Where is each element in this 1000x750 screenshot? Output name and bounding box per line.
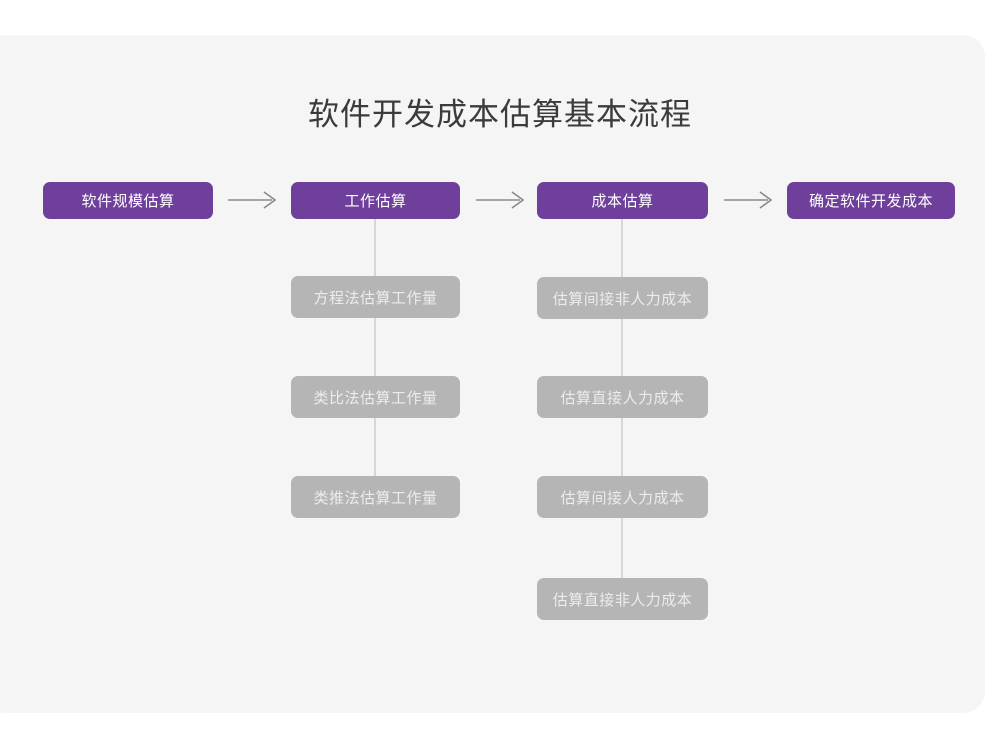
branch-node-analogical-method-workload[interactable]: 类推法估算工作量 [291,476,460,518]
flow-node-cost-estimation[interactable]: 成本估算 [537,182,708,219]
connector-work-2 [374,318,376,376]
flow-node-work-estimation[interactable]: 工作估算 [291,182,460,219]
diagram-card [0,35,985,713]
branch-node-indirect-labor-cost[interactable]: 估算间接人力成本 [537,476,708,518]
arrow-2-icon [476,187,528,213]
arrow-3-icon [724,187,776,213]
branch-node-direct-labor-cost[interactable]: 估算直接人力成本 [537,376,708,418]
branch-node-equation-method-workload[interactable]: 方程法估算工作量 [291,276,460,318]
branch-node-indirect-nonlabor-cost[interactable]: 估算间接非人力成本 [537,277,708,319]
connector-work-1 [374,219,376,276]
flow-node-determine-development-cost[interactable]: 确定软件开发成本 [787,182,955,219]
connector-work-3 [374,418,376,476]
branch-node-analogy-method-workload[interactable]: 类比法估算工作量 [291,376,460,418]
connector-cost-4 [621,518,623,578]
connector-cost-3 [621,418,623,476]
arrow-1-icon [228,187,280,213]
branch-node-direct-nonlabor-cost[interactable]: 估算直接非人力成本 [537,578,708,620]
connector-cost-1 [621,219,623,277]
connector-cost-2 [621,319,623,376]
page-title: 软件开发成本估算基本流程 [308,97,692,132]
flow-node-software-scale-estimation[interactable]: 软件规模估算 [43,182,213,219]
